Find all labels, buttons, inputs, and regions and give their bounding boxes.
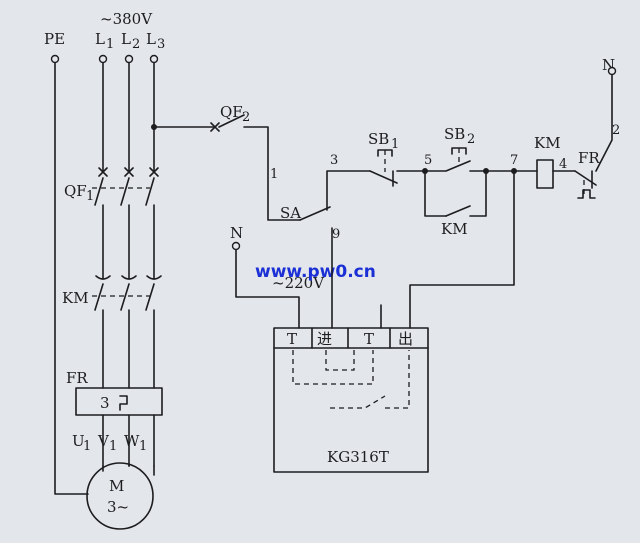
km-main-contacts [92,275,162,389]
wire-number-2: 2 [612,123,620,138]
wire-3 [326,170,371,211]
sb2-label: SB [444,125,465,143]
control-circuit [151,66,617,329]
w1-label: W [124,432,140,450]
motor-symbol [86,462,154,530]
sb1-label: SB [368,130,389,148]
neutral-left-terminal [231,241,241,251]
timer-terminal-t1: T [287,330,297,348]
pe-label: PE [44,30,65,48]
v1-subscript: 1 [109,439,117,454]
sa-switch [299,206,331,221]
sb2-start-button [424,147,515,172]
wire-number-4: 4 [559,157,567,172]
wire-number-9: 9 [332,227,340,242]
km-aux-contact [424,170,487,217]
fr-box-number: 3 [100,394,110,412]
neutral-top-terminal [607,66,617,76]
timer-terminal-t2: T [364,330,374,348]
sa-label: SA [280,204,301,222]
sb1-subscript: 1 [391,137,399,152]
sb2-subscript: 2 [467,132,475,147]
wire-number-3: 3 [330,153,338,168]
km-coil [536,159,554,189]
wire-1 [243,126,301,221]
km-aux-label: KM [441,220,468,238]
wire-number-7: 7 [510,153,518,168]
l2-terminal [124,54,134,64]
motor-label: M [109,477,124,495]
u1-label: U [72,432,85,450]
kg316t-timer [273,327,429,473]
fr-nc-contact [574,74,613,199]
u1-subscript: 1 [83,439,91,454]
qf2-subscript: 2 [242,110,250,125]
l2-subscript: 2 [132,37,140,52]
wire-number-5: 5 [424,153,432,168]
qf2-label: QF [220,103,243,121]
l1-terminal [98,54,108,64]
wire-number-1: 1 [270,167,278,182]
timer-name: KG316T [327,448,389,466]
l3-terminal [149,54,159,64]
km-main-label: KM [62,289,89,307]
w1-subscript: 1 [139,439,147,454]
km-coil-label: KM [534,134,561,152]
pe-wire [54,62,89,495]
qf1-breaker [92,167,159,279]
fr-thermal-relay [75,387,163,467]
l2-label: L [121,30,131,48]
fr-main-label: FR [66,369,88,387]
fr-contact-label: FR [578,149,600,167]
pe-terminal [50,54,60,64]
l1-subscript: 1 [106,37,114,52]
sb1-stop-button [369,149,426,187]
qf2-breaker [210,122,220,132]
voltage-220-label: ~220V [272,274,325,292]
motor-phase-label: 3~ [107,498,129,516]
l3-subscript: 3 [157,37,165,52]
qf1-label: QF [64,182,87,200]
neutral-left-label: N [230,224,243,242]
power-circuit [50,54,163,530]
timer-terminal-out: 出 [398,330,413,348]
motor-leads [102,463,155,476]
watermark: www.pw0.cn [255,262,376,282]
l3-label: L [146,30,156,48]
supply-voltage-label: ~380V [100,10,153,28]
timer-terminal-in: 进 [317,330,332,348]
l1-label: L [95,30,105,48]
qf1-subscript: 1 [86,189,94,204]
